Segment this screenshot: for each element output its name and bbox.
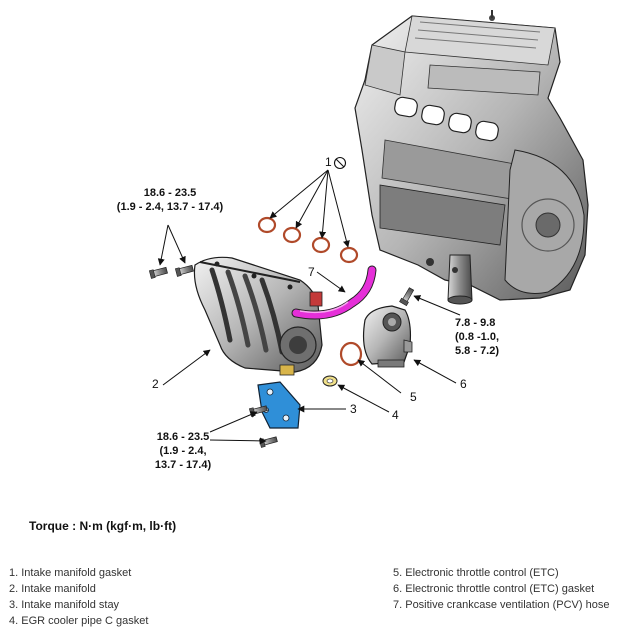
do-not-reuse-icon [333, 156, 347, 170]
torque-spec-line: 13.7 - 17.4) [154, 459, 212, 471]
legend-item: 1. Intake manifold gasket [9, 567, 132, 579]
egr-cooler-pipe-gasket [322, 375, 338, 387]
manifold-bolts-top [148, 264, 194, 279]
torque-spec-line: 5.8 - 7.2) [455, 345, 500, 357]
etc-bolt [399, 287, 415, 307]
callout-3: 3 [350, 402, 357, 416]
torque-spec-right: 7.8 - 9.8 (0.8 -1.0, 5.8 - 7.2) [455, 316, 525, 358]
parts-legend-right: 5. Electronic throttle control (ETC) 6. … [393, 565, 609, 613]
legend-item: 3. Intake manifold stay [9, 599, 120, 611]
callout-1: 1 [325, 155, 332, 169]
legend-item: 4. EGR cooler pipe C gasket [9, 615, 149, 627]
torque-spec-line: (1.9 - 2.4, [159, 445, 207, 457]
torque-spec-bottom-left: 18.6 - 23.5 (1.9 - 2.4, 13.7 - 17.4) [138, 430, 228, 472]
pcv-hose [291, 265, 377, 320]
callout-2: 2 [152, 377, 159, 391]
torque-unit-heading: Torque : N·m (kgf·m, lb·ft) [29, 519, 177, 533]
callout-4: 4 [392, 408, 399, 422]
intake-manifold [193, 256, 323, 376]
torque-spec-line: 7.8 - 9.8 [455, 317, 496, 329]
legend-item: 5. Electronic throttle control (ETC) [393, 567, 559, 579]
etc-gasket [339, 341, 363, 367]
torque-spec-line: (1.9 - 2.4, 13.7 - 17.4) [116, 201, 224, 213]
leader-lines [157, 169, 461, 445]
electronic-throttle-control [362, 305, 413, 368]
parts-legend-left: 1. Intake manifold gasket 2. Intake mani… [9, 565, 148, 629]
torque-spec-line: 18.6 - 23.5 [156, 431, 210, 443]
legend-item: 2. Intake manifold [9, 583, 96, 595]
intake-ports [394, 96, 499, 142]
legend-item: 7. Positive crankcase ventilation (PCV) … [393, 599, 610, 611]
engine-block [354, 10, 589, 305]
callout-7: 7 [308, 265, 315, 279]
intake-manifold-stay [257, 381, 301, 429]
torque-spec-top-left: 18.6 - 23.5 (1.9 - 2.4, 13.7 - 17.4) [90, 186, 250, 214]
exploded-view-diagram [148, 10, 589, 448]
callout-5: 5 [410, 390, 417, 404]
torque-spec-line: 18.6 - 23.5 [143, 187, 197, 199]
callout-6: 6 [460, 377, 467, 391]
legend-item: 6. Electronic throttle control (ETC) gas… [393, 583, 595, 595]
torque-spec-line: (0.8 -1.0, [455, 331, 500, 343]
intake-manifold-gaskets [257, 216, 359, 264]
